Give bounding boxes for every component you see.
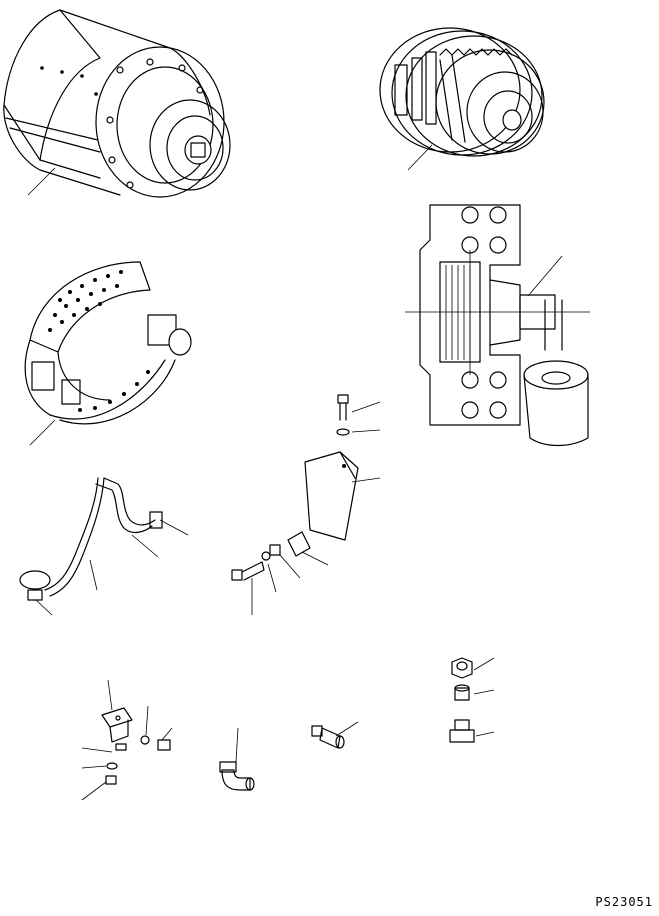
brake-shoe-band-illustration [24, 261, 192, 446]
disc-pack-illustration [379, 27, 545, 171]
straight-fitting-illustration [311, 721, 359, 749]
elbow-fitting-illustration [219, 727, 255, 791]
nut-plug-illustration [449, 657, 495, 743]
drawing-code: PS23051 [595, 895, 653, 909]
hose-harness-illustration [19, 477, 189, 616]
drum-assembly-illustration [3, 9, 231, 198]
sectional-housing-illustration [405, 204, 590, 447]
small-clamp-illustration [81, 679, 173, 801]
bracket-group-illustration [231, 394, 381, 615]
